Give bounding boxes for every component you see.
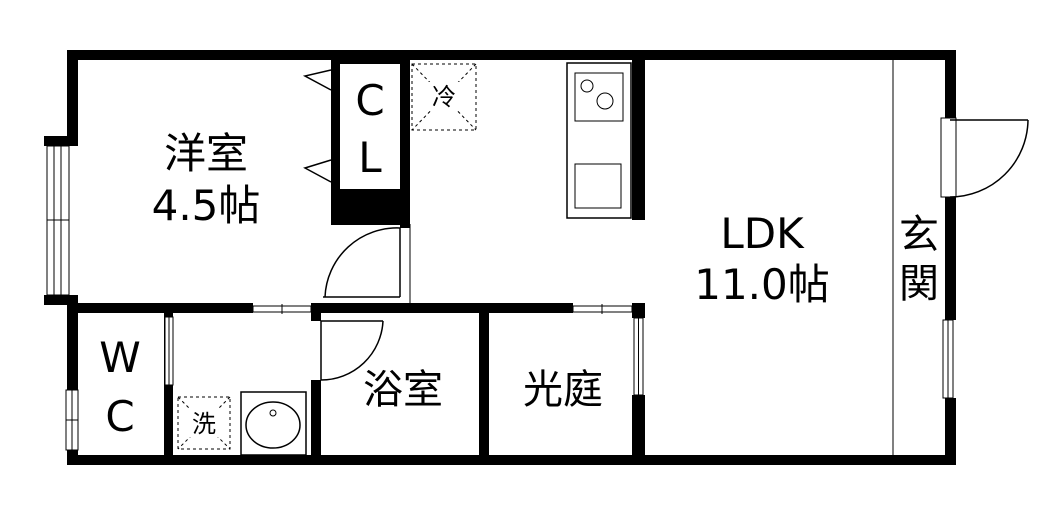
entrance-label-1: 玄: [899, 212, 939, 258]
bath-label: 浴室: [363, 367, 443, 413]
ldk-name: LDK: [720, 209, 805, 258]
ldk-size: 11.0帖: [694, 260, 830, 309]
door-entrance: [940, 117, 1029, 198]
closet-triangles: [302, 69, 332, 183]
door-bath: [320, 320, 384, 381]
window-western-room: [46, 145, 70, 296]
kitchen-counter: [566, 62, 632, 219]
window-entrance: [942, 319, 954, 399]
light-court-label: 光庭: [523, 367, 603, 413]
fridge: [411, 63, 477, 131]
wc-label-c: C: [105, 392, 134, 441]
door-western-room: [323, 227, 401, 298]
door-wc: [164, 316, 174, 386]
window-washroom: [252, 304, 312, 314]
interior-walls: [67, 56, 645, 464]
washbasin: [240, 391, 307, 456]
western-room-size: 4.5帖: [152, 181, 261, 230]
washer-label: 洗: [192, 410, 216, 438]
outer-walls: [44, 50, 956, 465]
window-light-court: [572, 304, 644, 396]
wc-label-w: W: [99, 333, 141, 382]
entrance-label-2: 関: [899, 261, 939, 307]
fridge-label: 冷: [432, 83, 456, 111]
window-wc: [65, 389, 79, 451]
washer: [177, 396, 231, 450]
closet-label-c: C: [355, 76, 384, 125]
closet-label-l: L: [358, 133, 382, 182]
western-room-name: 洋室: [164, 129, 248, 178]
